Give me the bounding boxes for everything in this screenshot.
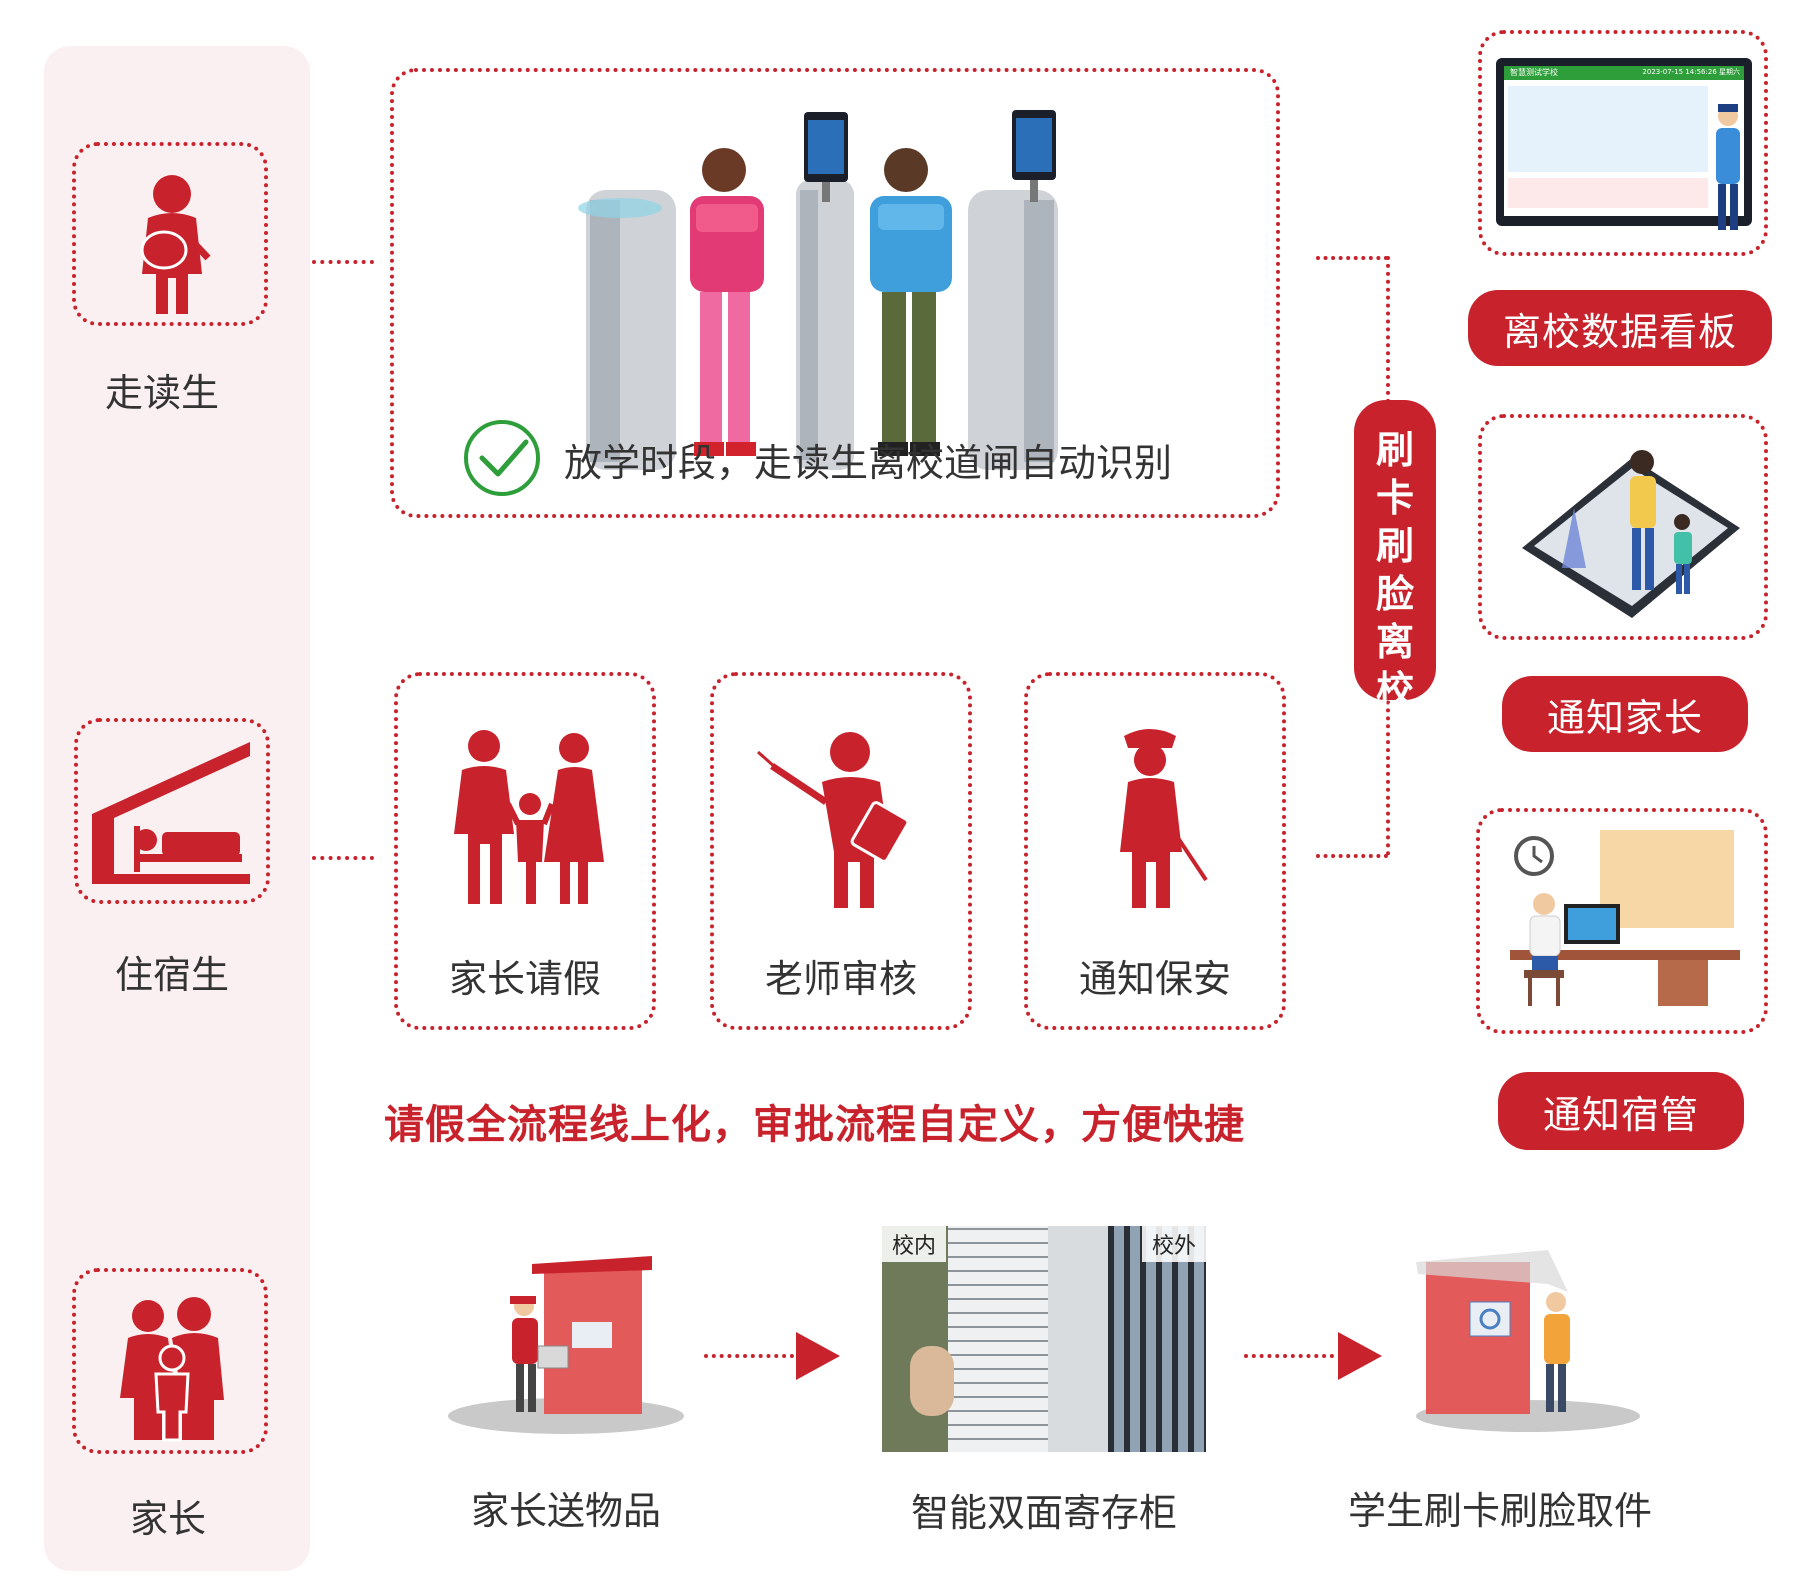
pill-notify-parent: 通知家长 bbox=[1502, 676, 1748, 752]
leave-step-label: 家长请假 bbox=[448, 957, 601, 1001]
role-label-parent: 家长 bbox=[129, 1497, 206, 1541]
pill-char: 刷 bbox=[1375, 524, 1414, 568]
pill-notify-dorm: 通知宿管 bbox=[1498, 1072, 1744, 1150]
leave-step-guard: 通知保安 bbox=[1024, 672, 1286, 1030]
leave-step-label: 老师审核 bbox=[764, 957, 917, 1001]
connector-security-right bbox=[1316, 854, 1388, 858]
parent-child-icon bbox=[120, 1297, 224, 1442]
pill-char: 刷 bbox=[1375, 428, 1414, 472]
leave-step-parent: 家长请假 bbox=[394, 672, 656, 1030]
dashboard-header: 智慧测试学校 2023-07-15 14:56:26 星期六 bbox=[1504, 66, 1744, 80]
pill-char: 卡 bbox=[1375, 476, 1414, 520]
arrow-1-line bbox=[704, 1354, 794, 1358]
parent-icon-box bbox=[72, 1268, 268, 1454]
student-icon bbox=[140, 175, 211, 314]
connector-gate-right bbox=[1316, 256, 1388, 260]
pill-char: 脸 bbox=[1375, 572, 1414, 616]
connector-day-student bbox=[312, 260, 374, 264]
security-guard-icon bbox=[1716, 104, 1740, 230]
guard-icon bbox=[1120, 729, 1208, 908]
notify-dorm-box bbox=[1476, 808, 1768, 1034]
pill-char: 离 bbox=[1375, 620, 1414, 664]
pill-char: 校 bbox=[1375, 668, 1414, 712]
student-pickup-illustration bbox=[1416, 1250, 1640, 1432]
teacher-icon bbox=[757, 732, 910, 908]
dashboard-grid-bottom bbox=[1508, 178, 1708, 208]
dual-locker-photo: 校内 校外 bbox=[882, 1226, 1206, 1452]
dormitory-bed-icon bbox=[92, 742, 250, 884]
gate-caption: 放学时段，走读生离校道闸自动识别 bbox=[564, 441, 1173, 485]
family-icon bbox=[454, 730, 604, 904]
dashboard-school-name: 智慧测试学校 bbox=[1510, 68, 1558, 77]
role-label-day-student: 走读生 bbox=[104, 371, 219, 415]
parent-delivery-illustration bbox=[448, 1256, 684, 1434]
arrow-2-line bbox=[1244, 1354, 1334, 1358]
dashboard-datetime: 2023-07-15 14:56:26 星期六 bbox=[1642, 68, 1740, 76]
swipe-face-exit-pill: 刷 卡 刷 脸 离 校 bbox=[1354, 400, 1436, 712]
delivery-step-label: 学生刷卡刷脸取件 bbox=[1347, 1489, 1652, 1533]
dashboard-screen: 智慧测试学校 2023-07-15 14:56:26 星期六 bbox=[1496, 58, 1752, 230]
check-icon bbox=[464, 420, 540, 496]
day-student-icon-box bbox=[72, 142, 268, 326]
dashboard-grid bbox=[1508, 86, 1708, 172]
turnstile-gate-illustration bbox=[464, 110, 1058, 496]
arrow-right-icon bbox=[1338, 1332, 1382, 1380]
locker-tag-inside: 校内 bbox=[882, 1226, 947, 1262]
gate-box: 放学时段，走读生离校道闸自动识别 bbox=[390, 68, 1280, 518]
boarder-icon-box bbox=[74, 718, 270, 904]
leave-step-teacher: 老师审核 bbox=[710, 672, 972, 1030]
leave-step-label: 通知保安 bbox=[1078, 957, 1231, 1001]
delivery-step-label: 家长送物品 bbox=[470, 1489, 661, 1533]
locker-tag-outside: 校外 bbox=[1141, 1226, 1206, 1262]
arrow-right-icon bbox=[796, 1332, 840, 1380]
delivery-step-label: 智能双面寄存柜 bbox=[910, 1491, 1177, 1535]
leave-headline: 请假全流程线上化，审批流程自定义，方便快捷 bbox=[384, 1102, 1245, 1148]
connector-boarder bbox=[312, 856, 374, 860]
pill-dashboard: 离校数据看板 bbox=[1468, 290, 1772, 366]
phone-family-illustration bbox=[1522, 450, 1740, 618]
notify-parent-box bbox=[1478, 414, 1768, 640]
role-label-boarder: 住宿生 bbox=[114, 953, 229, 997]
dorm-office-illustration bbox=[1510, 830, 1740, 1006]
dashboard-box: 智慧测试学校 2023-07-15 14:56:26 星期六 bbox=[1478, 30, 1768, 256]
